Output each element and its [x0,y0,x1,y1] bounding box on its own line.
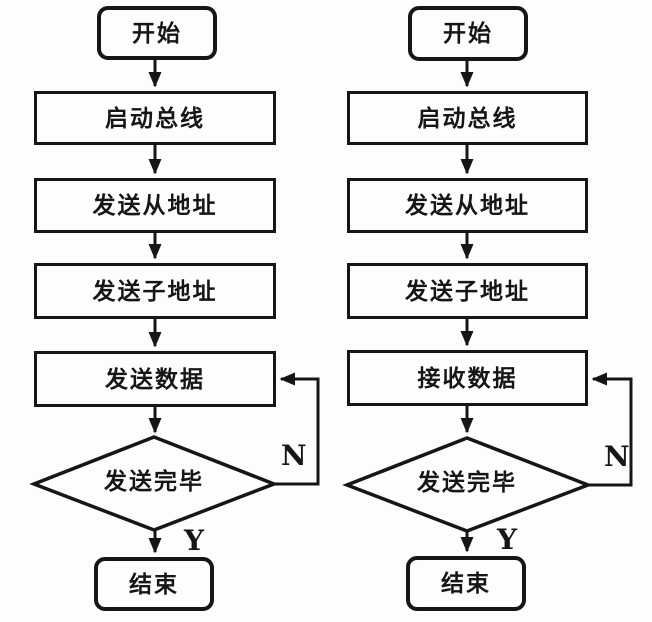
branch-no-label: N [281,439,307,472]
process-send-sub-address: 发送子地址 [34,263,276,319]
terminator-end: 结束 [94,557,214,611]
branch-no-label: N [604,440,630,473]
process-send-slave-address: 发送从地址 [34,178,276,233]
process-receive-data: 接收数据 [347,350,588,406]
branch-yes-label: Y [497,523,517,556]
process-send-sub-address: 发送子地址 [347,263,588,319]
terminator-start: 开始 [408,6,528,61]
process-send-slave-address: 发送从地址 [347,178,588,233]
terminator-start: 开始 [97,6,217,60]
loop-right-no-branch [588,372,633,487]
decision-diamond-left [29,435,279,532]
process-send-data: 发送数据 [34,351,276,407]
terminator-end: 结束 [406,556,526,611]
branch-yes-label: Y [184,524,204,557]
decision-diamond-right [342,436,593,533]
process-start-bus: 启动总线 [34,91,276,145]
decision-send-complete-label: 发送完毕 [417,469,517,495]
decision-send-complete-label: 发送完毕 [104,468,204,494]
loop-left-no-branch [274,372,320,486]
process-start-bus: 启动总线 [347,91,588,145]
